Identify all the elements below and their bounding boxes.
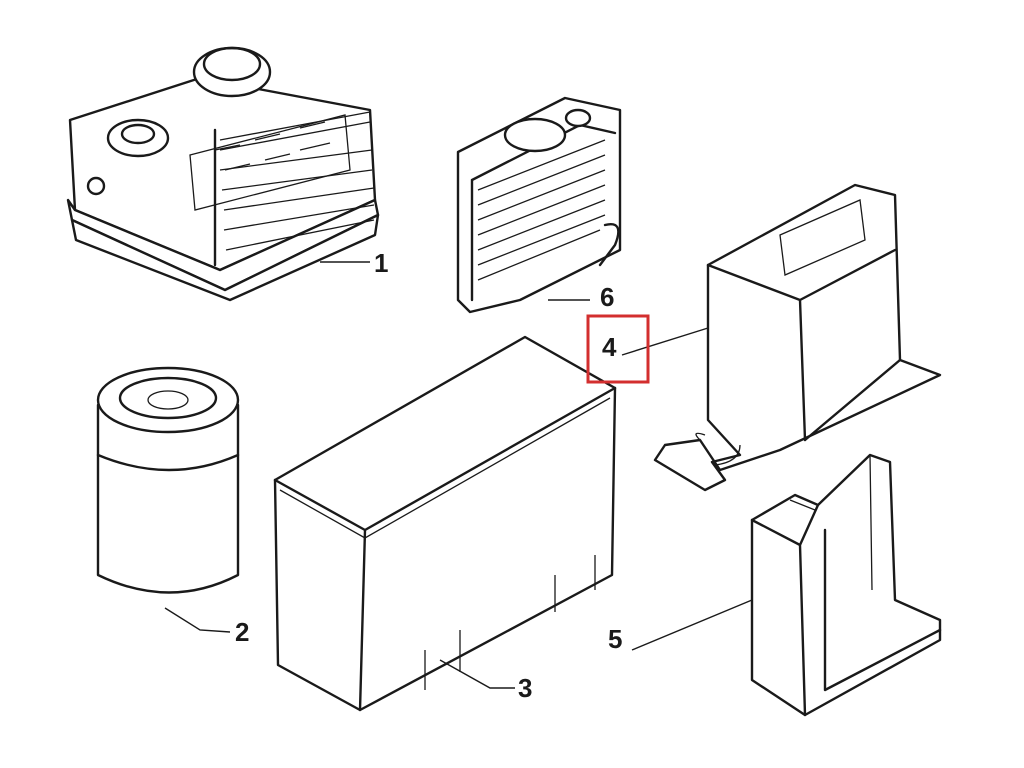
callout-label-1: 1 — [374, 248, 388, 278]
sealant-canister-icon — [96, 366, 240, 594]
bracket-hook-icon — [653, 183, 942, 492]
highlight-box — [586, 314, 650, 384]
storage-box-icon — [273, 335, 617, 712]
sealant-cartridge-icon — [456, 96, 622, 314]
bracket-stand-icon — [750, 453, 942, 717]
callout-label-5: 5 — [608, 624, 622, 654]
callout-label-6: 6 — [600, 282, 614, 312]
compressor-icon — [66, 46, 380, 302]
callout-label-4: 4 — [602, 332, 617, 362]
callout-label-2: 2 — [235, 617, 249, 647]
callout-label-3: 3 — [518, 673, 532, 703]
